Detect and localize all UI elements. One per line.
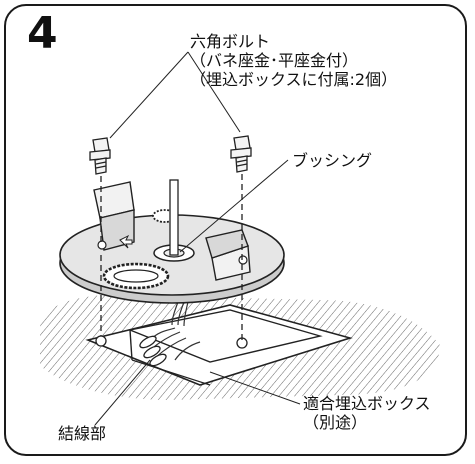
bolt-label-line-2: （バネ座金･平座金付） — [190, 51, 359, 70]
box-label: 適合埋込ボックス （別途） — [303, 394, 431, 432]
hex-bolt-left — [89, 137, 111, 246]
bolt-label-line-1: 六角ボルト — [190, 32, 271, 51]
step-number: 4 — [27, 8, 58, 59]
box-label-line-1: 適合埋込ボックス — [303, 394, 431, 413]
bolt-label: 六角ボルト （バネ座金･平座金付） （埋込ボックスに付属:2個） — [190, 32, 397, 89]
wire-junction-label: 結線部 — [58, 424, 107, 443]
bolt-label-line-3: （埋込ボックスに付属:2個） — [190, 70, 398, 89]
bushing-label: ブッシング — [292, 151, 373, 170]
wire-connectors — [139, 335, 167, 367]
mounting-plate — [59, 179, 285, 304]
box-label-line-2: （別途） — [303, 413, 368, 432]
hex-bolt-right — [230, 135, 252, 340]
leader-lines — [94, 51, 301, 426]
